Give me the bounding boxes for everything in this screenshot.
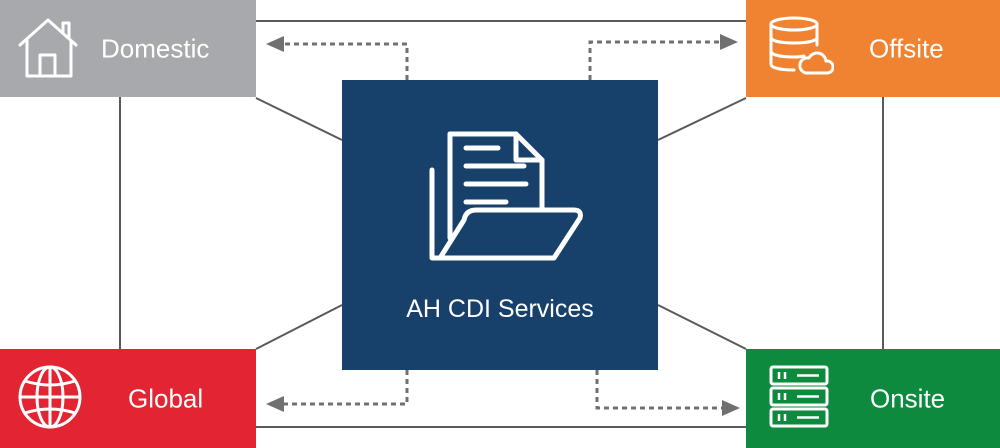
connector-domestic-center — [255, 97, 343, 141]
center-services-label: AH CDI Services — [406, 295, 594, 323]
arrow-center-to-offsite — [588, 40, 720, 80]
onsite-label: Onsite — [870, 383, 946, 413]
arrowhead-domestic — [266, 36, 284, 52]
arrow-center-to-domestic — [282, 42, 409, 80]
house-icon — [18, 15, 80, 84]
arrowhead-global — [266, 396, 284, 412]
server-rack-icon — [769, 365, 831, 434]
arrowhead-onsite — [722, 400, 740, 416]
arrow-center-to-onsite — [595, 370, 722, 410]
globe-icon — [17, 364, 83, 435]
connector-global-center — [255, 304, 343, 350]
domestic-label: Domestic — [101, 33, 210, 63]
onsite-node: Onsite — [746, 349, 1000, 448]
center-services-box: AH CDI Services — [342, 80, 658, 370]
database-cloud-icon — [768, 15, 835, 86]
connector-onsite-center — [657, 304, 747, 350]
connector-offsite-center — [657, 97, 747, 141]
global-node: Global — [0, 349, 256, 448]
offsite-label: Offsite — [869, 33, 944, 63]
global-label: Global — [128, 383, 204, 413]
document-folder-icon — [426, 118, 586, 283]
offsite-node: Offsite — [746, 0, 1000, 97]
domestic-node: Domestic — [0, 0, 256, 97]
arrow-center-to-global — [282, 370, 409, 406]
arrowhead-offsite — [720, 34, 738, 50]
